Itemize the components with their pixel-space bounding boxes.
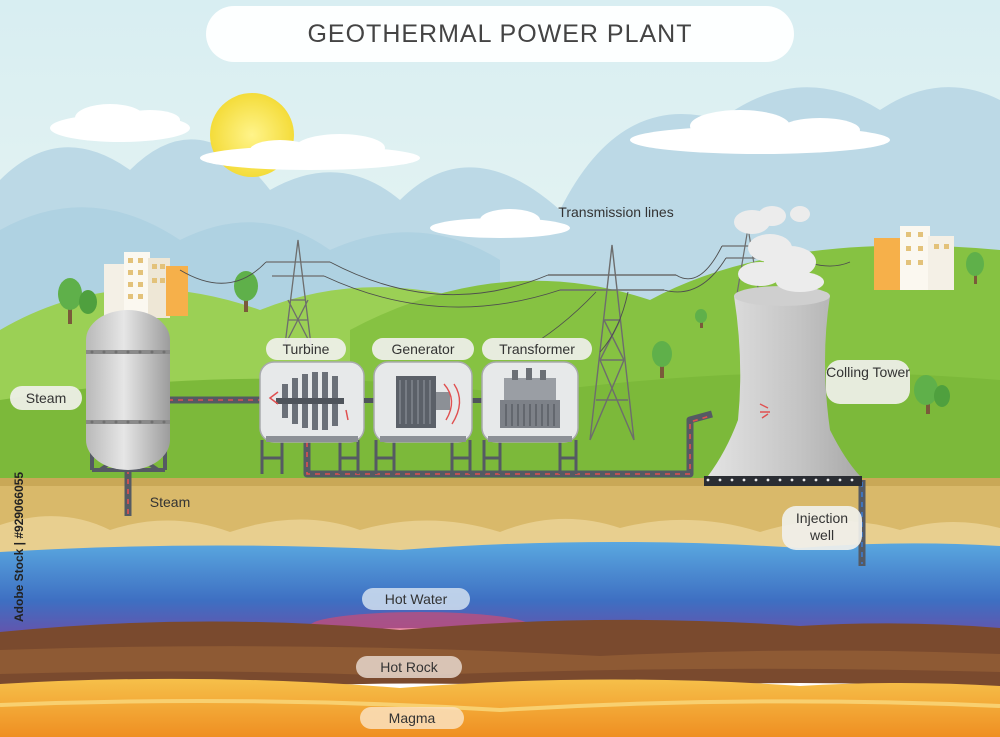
label-steam-pipe: Steam — [149, 494, 191, 510]
tree-icon — [966, 252, 984, 284]
magma-flow — [0, 699, 1000, 713]
flow-arrows — [127, 399, 711, 514]
magma-layer — [0, 678, 1000, 737]
transmission-tower-icon — [266, 239, 330, 346]
shaft — [470, 398, 484, 403]
label-transmission-lines: Transmission lines — [558, 204, 674, 220]
label-hot-rock: Hot Rock — [356, 656, 462, 678]
cloud-icon — [200, 134, 420, 170]
cloud-icon — [630, 110, 890, 154]
label-transformer: Transformer — [482, 338, 592, 360]
transformer — [481, 361, 579, 443]
label-hot-water: Hot Water — [362, 588, 470, 610]
tree-icon — [914, 375, 950, 414]
cloud-icon — [50, 104, 190, 142]
cloud-icon — [430, 209, 570, 238]
turbine — [259, 361, 365, 443]
soil-top — [0, 478, 1000, 486]
tree-icon — [58, 278, 97, 324]
power-lines — [179, 245, 851, 353]
page-title: GEOTHERMAL POWER PLANT — [307, 19, 693, 48]
steam-plume — [734, 206, 824, 292]
title-banner: GEOTHERMAL POWER PLANT — [206, 6, 794, 62]
watermark-id: Adobe Stock | #929066055 — [12, 471, 26, 622]
machinery-stands — [260, 440, 578, 474]
tree-icon — [695, 309, 707, 328]
label-steam-tank: Steam — [10, 386, 82, 410]
building-icon — [874, 226, 954, 290]
label-magma: Magma — [360, 707, 464, 729]
label-injection-well: Injection well — [782, 506, 862, 550]
label-cooling-tower: Colling Tower — [826, 360, 910, 404]
transmission-tower-icon — [548, 244, 676, 441]
steam-tank — [86, 310, 170, 472]
label-turbine: Turbine — [266, 338, 346, 360]
hot-water-layer — [0, 541, 1000, 640]
tree-icon — [652, 341, 672, 378]
shaft — [364, 398, 378, 403]
generator — [373, 361, 473, 443]
rock-band — [0, 646, 1000, 676]
label-generator: Generator — [372, 338, 474, 360]
tree-icon — [234, 271, 258, 312]
